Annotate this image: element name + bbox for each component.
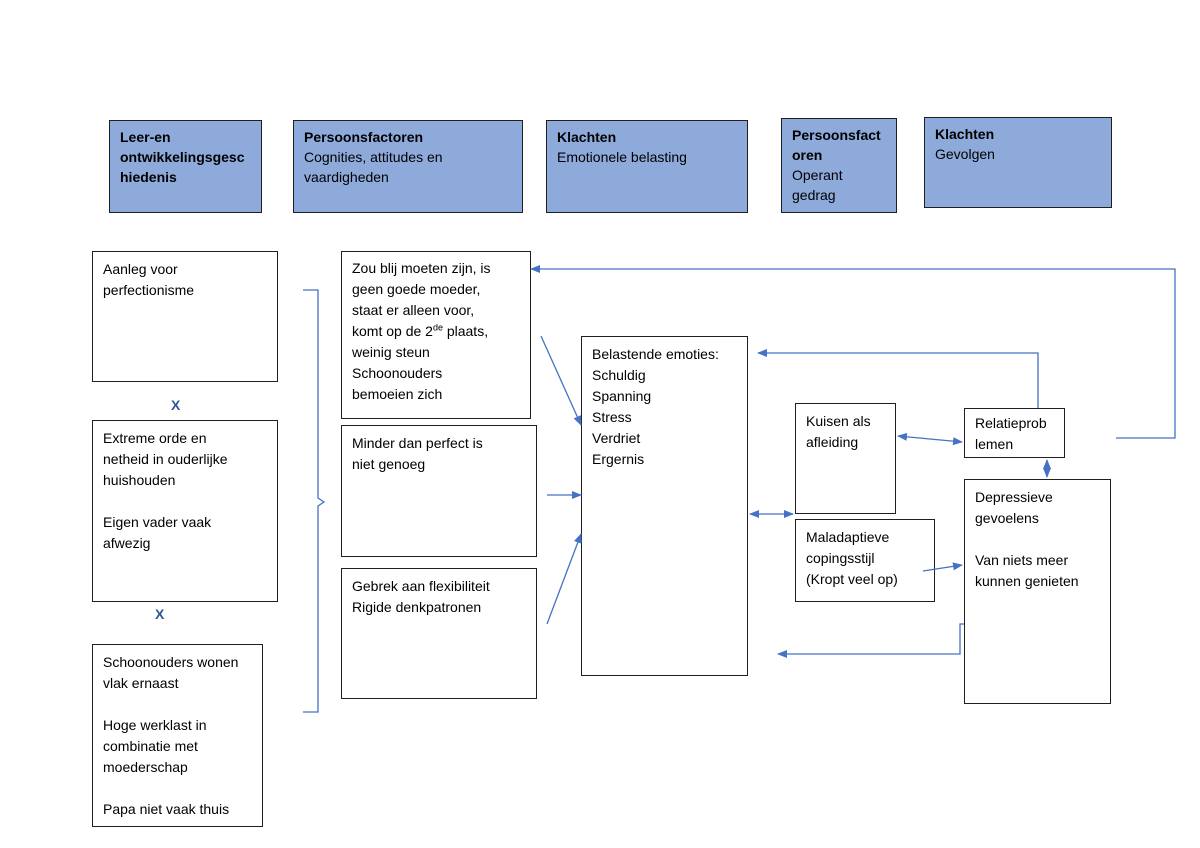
cognition-box-1-line: geen goede moeder, — [352, 281, 481, 297]
header-complaints-consequences-subtitle: Gevolgen — [935, 146, 995, 162]
cognition-box-beliefs: Zou blij moeten zijn, is geen goede moed… — [341, 251, 531, 419]
emotion-item: Schuldig — [592, 367, 646, 383]
cognition-box-1-line: Zou blij moeten zijn, is — [352, 260, 491, 276]
history-box-2-line: afwezig — [103, 535, 151, 551]
consequence-depression-line: Depressieve — [975, 489, 1053, 505]
header-operant-title: Persoonsfact oren — [792, 127, 881, 163]
history-box-3-line: Papa niet vaak thuis — [103, 801, 230, 817]
consequence-box-depression: Depressieve gevoelens Van niets meer kun… — [964, 479, 1111, 704]
cognition-sup-suffix: plaats, — [442, 323, 489, 339]
cognition-box-perfection: Minder dan perfect is niet genoeg — [341, 425, 537, 557]
header-complaints-emotional-subtitle: Emotionele belasting — [557, 149, 687, 165]
interaction-x-mark: X — [155, 606, 165, 622]
cognition-box-1-line: staat er alleen voor, — [352, 302, 475, 318]
arrow-beliefs-to-emotions — [540, 335, 582, 426]
consequence-depression-line — [975, 529, 1100, 550]
consequence-depression-line: kunnen genieten — [975, 573, 1079, 589]
history-box-1-line: Aanleg voor — [103, 261, 178, 277]
cognition-box-1-line: Schoonouders — [352, 365, 443, 381]
consequence-box-relationship: Relatieprob lemen — [964, 408, 1065, 458]
behavior-box-2-line: (Kropt veel op) — [806, 571, 898, 587]
header-operant-subtitle: Operant gedrag — [792, 167, 843, 203]
consequence-relation-line: Relatieprob — [975, 415, 1047, 431]
header-history: Leer-en ontwikkelingsgesc hiedenis — [109, 120, 262, 213]
emotion-item: Stress — [592, 409, 632, 425]
history-box-3-line — [103, 778, 252, 799]
cognition-sup-prefix: komt op de 2 — [352, 323, 433, 339]
history-box-circumstances: Schoonouders wonen vlak ernaast Hoge wer… — [92, 644, 263, 827]
consequence-depression-line: Van niets meer — [975, 552, 1069, 568]
interaction-x-mark: X — [171, 397, 181, 413]
history-box-2-line: Eigen vader vaak — [103, 514, 212, 530]
consequence-depression-line: gevoelens — [975, 510, 1039, 526]
arrow-relationship-to-emotions — [757, 349, 1039, 408]
history-box-3-line: Hoge werklast in — [103, 717, 207, 733]
history-box-3-line: vlak ernaast — [103, 675, 179, 691]
history-box-predisposition: Aanleg voor perfectionisme — [92, 251, 278, 382]
header-complaints-consequences: Klachten Gevolgen — [924, 117, 1112, 208]
behavior-box-1-line: afleiding — [806, 434, 859, 450]
header-person-factors-title: Persoonsfactoren — [304, 129, 424, 145]
emotion-item: Verdriet — [592, 430, 641, 446]
cognition-box-rigidity: Gebrek aan flexibiliteit Rigide denkpatr… — [341, 568, 537, 699]
cognition-box-1-line-sup: komt op de 2de plaats, — [352, 321, 520, 342]
behavior-box-2-line: copingsstijl — [806, 550, 875, 566]
cognition-box-1-line: bemoeien zich — [352, 386, 443, 402]
history-box-1-line: perfectionisme — [103, 282, 195, 298]
header-complaints-emotional: Klachten Emotionele belasting — [546, 120, 748, 213]
emotion-item: Ergernis — [592, 451, 645, 467]
history-box-2-line — [103, 491, 267, 512]
history-box-upbringing: Extreme orde en netheid in ouderlijke hu… — [92, 420, 278, 602]
group-bracket — [303, 289, 326, 713]
emotions-box: Belastende emoties: Schuldig Spanning St… — [581, 336, 748, 676]
cognition-box-3-line: Rigide denkpatronen — [352, 599, 482, 615]
cognition-superscript: de — [432, 322, 443, 333]
arrow-cleaning-relationship — [897, 432, 963, 446]
history-box-3-line: combinatie met — [103, 738, 198, 754]
cognition-box-2-line: Minder dan perfect is — [352, 435, 483, 451]
header-person-factors-subtitle: Cognities, attitudes en vaardigheden — [304, 149, 443, 185]
header-operant: Persoonsfact oren Operant gedrag — [781, 118, 897, 213]
emotion-item: Spanning — [592, 388, 652, 404]
consequence-relation-line: lemen — [975, 436, 1014, 452]
behavior-box-1-line: Kuisen als — [806, 413, 871, 429]
arrow-depression-to-emotions — [777, 623, 964, 658]
cognition-box-1-line: weinig steun — [352, 344, 430, 360]
arrow-rigidity-to-emotions — [546, 533, 582, 625]
header-complaints-consequences-title: Klachten — [935, 126, 995, 142]
cognition-box-3-line: Gebrek aan flexibiliteit — [352, 578, 490, 594]
history-box-2-line: netheid in ouderlijke — [103, 451, 228, 467]
header-history-title: Leer-en ontwikkelingsgesc hiedenis — [120, 129, 245, 185]
history-box-3-line — [103, 694, 252, 715]
behavior-box-cleaning: Kuisen als afleiding — [795, 403, 896, 514]
header-complaints-emotional-title: Klachten — [557, 129, 617, 145]
behavior-box-2-line: Maladaptieve — [806, 529, 890, 545]
history-box-3-line: Schoonouders wonen — [103, 654, 239, 670]
behavior-box-coping: Maladaptieve copingsstijl (Kropt veel op… — [795, 519, 935, 602]
header-person-factors: Persoonsfactoren Cognities, attitudes en… — [293, 120, 523, 213]
emotions-title: Belastende emoties: — [592, 346, 719, 362]
history-box-3-line: moederschap — [103, 759, 188, 775]
history-box-2-line: huishouden — [103, 472, 176, 488]
history-box-2-line: Extreme orde en — [103, 430, 207, 446]
cognition-box-2-line: niet genoeg — [352, 456, 426, 472]
